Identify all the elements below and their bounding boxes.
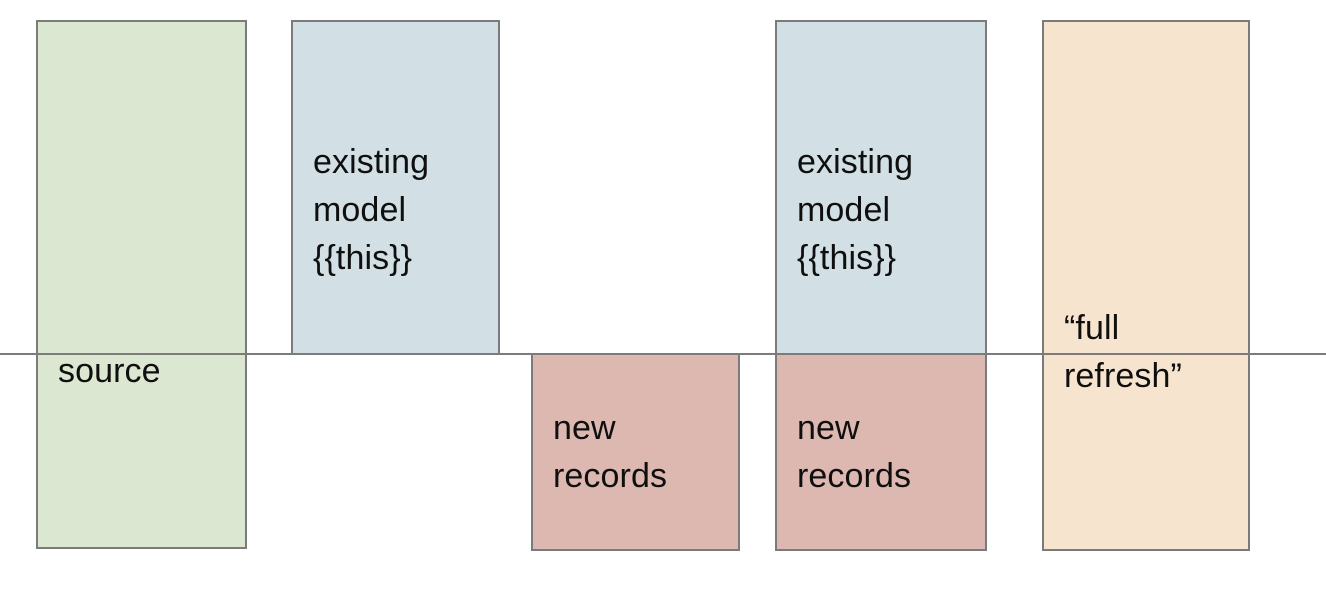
existing-model-label-2: existing model {{this}} [797, 143, 914, 277]
full-refresh-block-upper [1042, 20, 1250, 355]
existing-model-block-2: existing model {{this}} [775, 20, 987, 355]
new-records-label-1: new records [553, 409, 668, 495]
source-label: source [58, 352, 161, 390]
full-refresh-block-lower: “full refresh” [1042, 309, 1250, 551]
full-refresh-label: “full refresh” [1064, 309, 1182, 395]
new-records-label-2: new records [797, 409, 912, 495]
source-block-lower: source [36, 352, 247, 549]
horizontal-baseline [0, 353, 1326, 355]
existing-model-block-1: existing model {{this}} [291, 20, 500, 355]
source-block-upper [36, 20, 247, 355]
existing-model-label-1: existing model {{this}} [313, 143, 430, 277]
new-records-block-1: new records [531, 353, 740, 551]
new-records-block-2: new records [775, 353, 987, 551]
